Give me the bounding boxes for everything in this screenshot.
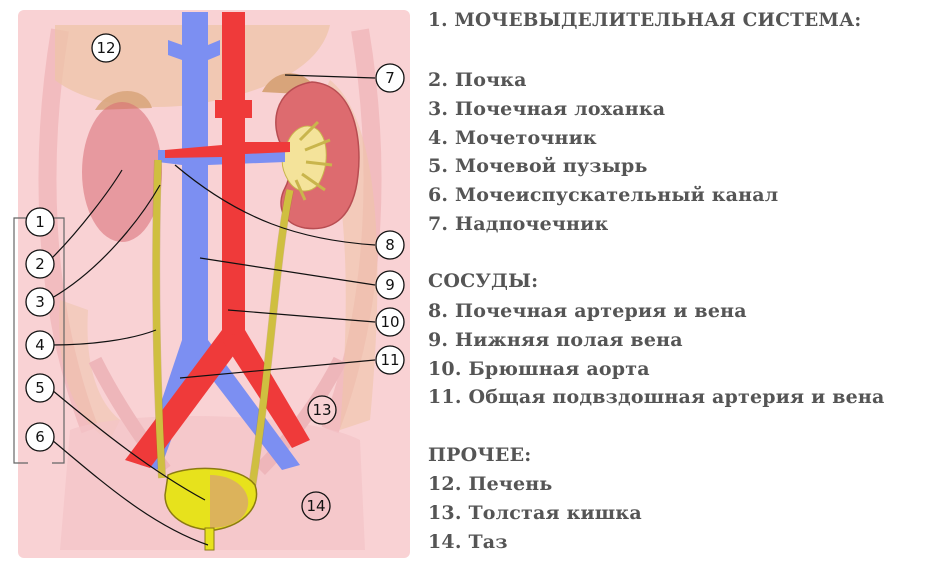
callout-12: 12 [91,33,121,63]
renal-artery-right [245,142,290,154]
system-bracket-right [52,217,65,464]
leader-line-11 [179,359,376,379]
ureter-right [246,189,294,501]
callout-13: 13 [307,395,337,425]
leader-line-4 [51,329,157,346]
svg-text:2: 2 [35,255,45,273]
callout-14: 14 [301,491,331,521]
callout-10: 10 [375,307,405,337]
ureter-left-edge [152,159,166,479]
leader-line-10 [227,309,376,323]
leader-line-6 [51,439,209,546]
vena-cava-top-branch [168,40,220,60]
legend-title: 1. МОЧЕВЫДЕЛИТЕЛЬНАЯ СИСТЕМА: [428,10,862,31]
urethra [204,527,215,551]
callout-6: 6 [25,422,55,452]
svg-text:6: 6 [35,428,45,446]
common-iliac-artery-left [125,330,245,468]
colon-left [59,300,120,440]
callout-7: 7 [375,63,405,93]
callout-3: 3 [25,287,55,317]
callout-2: 2 [25,249,55,279]
legend-item-urethra: 6. Мочеиспускательный канал [428,184,779,206]
leader-line-3 [51,184,161,299]
callout-4: 4 [25,330,55,360]
svg-text:4: 4 [35,336,45,354]
svg-text:5: 5 [35,379,45,397]
renal-artery-left [165,145,222,158]
svg-text:8: 8 [385,236,395,254]
system-bracket [13,217,28,464]
callout-1: 1 [25,207,55,237]
inferior-vena-cava [182,12,208,345]
svg-text:7: 7 [385,69,395,87]
svg-text:14: 14 [306,497,325,515]
leader-line-5 [51,389,206,501]
legend-item-kidney: 2. Почка [428,69,527,91]
svg-text:9: 9 [385,276,395,294]
legend-item-renal-vessels: 8. Почечная артерия и вена [428,300,747,322]
leader-line-2 [51,169,123,259]
callout-5: 5 [25,373,55,403]
legend-item-aorta: 10. Брюшная аорта [428,358,650,380]
legend-item-colon: 13. Толстая кишка [428,502,642,524]
callout-9: 9 [375,270,405,300]
legend-item-renal-pelvis: 3. Почечная лоханка [428,98,666,120]
legend-item-ureter: 4. Мочеточник [428,127,597,149]
svg-text:1: 1 [35,213,45,231]
legend-item-adrenal: 7. Надпочечник [428,213,609,235]
legend-item-bladder: 5. Мочевой пузырь [428,155,648,177]
leader-lines [51,74,376,546]
legend-vessels-heading: СОСУДЫ: [428,270,539,292]
svg-text:12: 12 [96,39,115,57]
legend-item-iliac: 11. Общая подвздошная артерия и вена [428,386,885,408]
abdominal-aorta [222,12,245,340]
colon [315,80,378,430]
adrenal-gland-left [95,90,152,110]
leader-line-9 [199,257,376,286]
svg-text:13: 13 [312,401,331,419]
aorta-branch-top [215,100,252,118]
renal-calyces [294,120,333,201]
svg-text:10: 10 [380,313,399,331]
kidney-left [82,102,162,242]
callout-11: 11 [375,345,405,375]
ureter-right-edge [246,189,294,501]
leader-line-8 [174,164,376,246]
svg-text:3: 3 [35,293,45,311]
callout-8: 8 [375,230,405,260]
legend-item-vena-cava: 9. Нижняя полая вена [428,329,683,351]
urinary-system-diagram: 1 2 3 4 5 6 7 8 9 10 11 12 [13,10,410,558]
legend-item-liver: 12. Печень [428,473,553,495]
leader-line-7 [284,74,376,79]
bladder-inner [210,475,249,528]
svg-text:11: 11 [380,351,399,369]
legend-item-pelvis: 14. Таз [428,531,508,553]
legend-other-heading: ПРОЧЕЕ: [428,444,532,466]
ureter-left [152,159,166,479]
